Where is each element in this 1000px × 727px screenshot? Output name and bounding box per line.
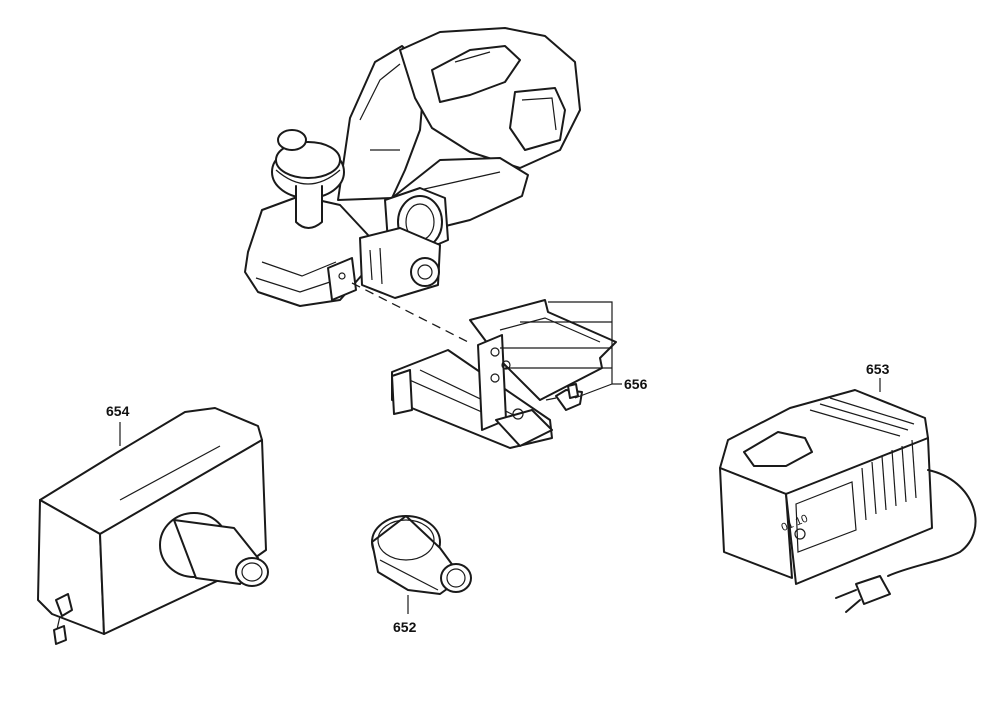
- charger-653: [719, 389, 977, 613]
- callout-656: 656: [624, 376, 648, 392]
- leader-656: [500, 301, 622, 399]
- callout-654: 654: [106, 403, 130, 419]
- planer-body: [244, 27, 581, 307]
- callout-652: 652: [393, 619, 417, 635]
- mounting-line: [351, 282, 471, 344]
- guide-fence-656: [391, 299, 617, 449]
- adapter-652: [371, 515, 472, 595]
- dust-bag-654: [37, 407, 269, 645]
- callout-653: 653: [866, 361, 890, 377]
